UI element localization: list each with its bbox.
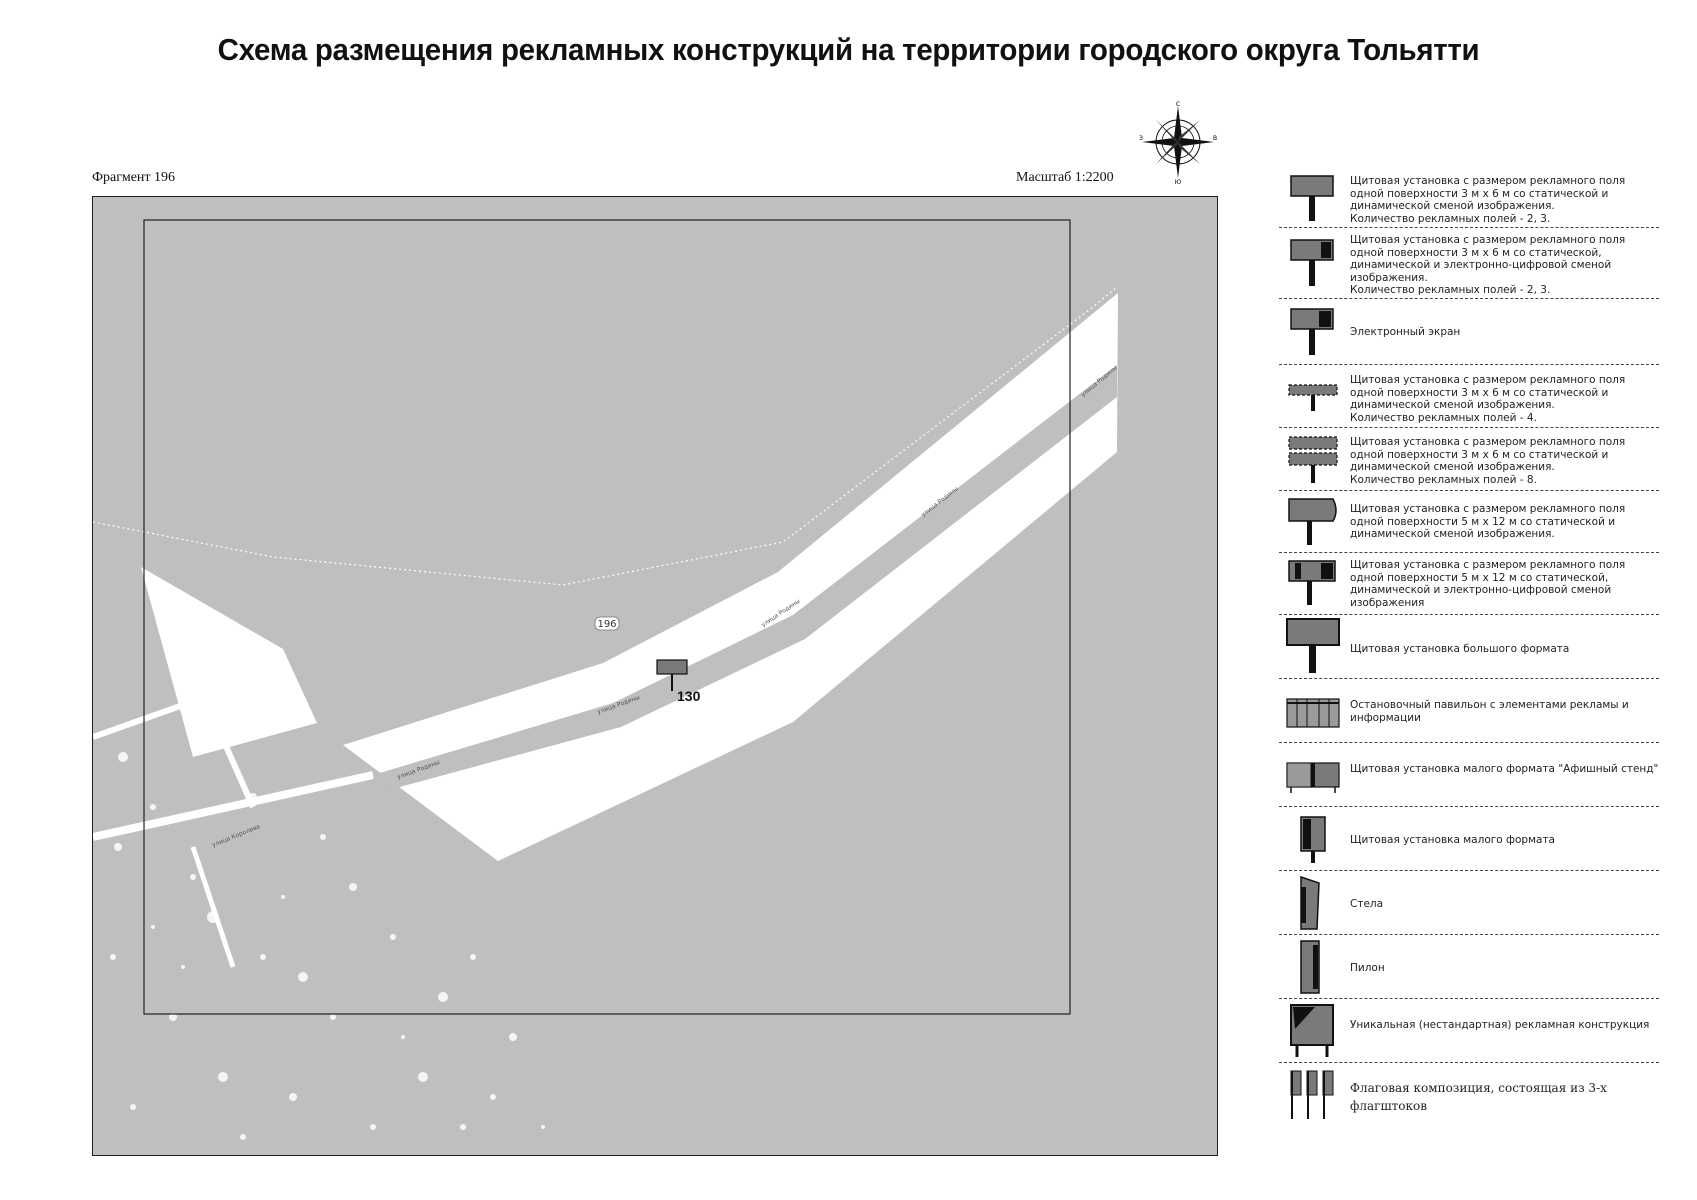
legend-item: Щитовая установка с размером рекламного … bbox=[1279, 428, 1659, 491]
pylon-icon bbox=[1300, 940, 1320, 994]
terrain-texture bbox=[110, 752, 545, 1140]
compass-e-label: В bbox=[1213, 135, 1217, 142]
inner-frame bbox=[143, 219, 1071, 1015]
unique-construction-icon bbox=[1290, 1004, 1334, 1057]
large-format-billboard-icon bbox=[1286, 618, 1340, 673]
stela-icon bbox=[1300, 875, 1320, 930]
legend-item: Пилон bbox=[1279, 935, 1659, 999]
billboard-3x6-icon bbox=[1290, 175, 1334, 221]
side-road-2 bbox=[190, 846, 236, 968]
legend-item: Щитовая установка с размером рекламного … bbox=[1279, 553, 1659, 615]
construction-number: 130 bbox=[677, 688, 701, 704]
legend-item: Щитовая установка с размером рекламного … bbox=[1279, 171, 1659, 228]
legend-item: Щитовая установка с размером рекламного … bbox=[1279, 365, 1659, 428]
compass-w-label: З bbox=[1139, 135, 1143, 142]
legend-text: Щитовая установка с размером рекламного … bbox=[1350, 559, 1626, 609]
legend-text: Стела bbox=[1350, 898, 1384, 910]
side-road bbox=[93, 701, 256, 809]
billboard-5x12-icon bbox=[1288, 498, 1337, 545]
legend-text: Щитовая установка большого формата bbox=[1350, 643, 1570, 655]
legend-text: Электронный экран bbox=[1350, 326, 1461, 338]
flag-composition-icon bbox=[1290, 1070, 1334, 1119]
legend-text: Остановочный павильон с элементами рекла… bbox=[1350, 699, 1629, 724]
fragment-number: 196 bbox=[597, 619, 616, 630]
road-corridor bbox=[343, 293, 1118, 861]
compass-n-label: С bbox=[1176, 101, 1180, 108]
legend-item: Стела bbox=[1279, 871, 1659, 935]
legend-item: Щитовая установка малого формата bbox=[1279, 807, 1659, 871]
legend-text: Щитовая установка малого формата "Афишны… bbox=[1350, 763, 1659, 775]
street-label: улица Королева bbox=[211, 823, 261, 849]
billboard-3x6-digital-icon bbox=[1290, 239, 1334, 286]
fragment-boundary bbox=[93, 286, 1118, 586]
legend-text: Уникальная (нестандартная) рекламная кон… bbox=[1350, 1019, 1650, 1031]
main-road-left bbox=[93, 771, 374, 841]
page-title: Схема размещения рекламных конструкций н… bbox=[217, 32, 1480, 67]
legend-item: Уникальная (нестандартная) рекламная кон… bbox=[1279, 999, 1659, 1063]
legend-text: Щитовая установка с размером рекламного … bbox=[1350, 234, 1626, 297]
legend-item: Флаговая композиция, состоящая из 3-х фл… bbox=[1279, 1063, 1659, 1127]
legend-text: Флаговая композиция, состоящая из 3-х фл… bbox=[1350, 1081, 1607, 1113]
legend-text: Щитовая установка с размером рекламного … bbox=[1350, 374, 1626, 424]
legend-item: Щитовая установка с размером рекламного … bbox=[1279, 228, 1659, 299]
billboard-8-fields-icon bbox=[1288, 436, 1338, 483]
poster-stand-icon bbox=[1286, 762, 1340, 793]
billboard-5x12-digital-icon bbox=[1288, 560, 1336, 605]
compass-rose-icon: С Ю З В bbox=[1139, 101, 1217, 185]
legend-text: Щитовая установка с размером рекламного … bbox=[1350, 503, 1626, 541]
legend-item: Щитовая установка малого формата "Афишны… bbox=[1279, 743, 1659, 807]
legend-item: Электронный экран bbox=[1279, 299, 1659, 365]
legend-item: Щитовая установка большого формата bbox=[1279, 615, 1659, 679]
map-area[interactable]: улица Родины улица Родины улица Родины у… bbox=[92, 196, 1218, 1156]
bus-stop-pavilion-icon bbox=[1286, 698, 1340, 728]
legend: Щитовая установка с размером рекламного … bbox=[1279, 171, 1659, 1127]
legend-text: Щитовая установка с размером рекламного … bbox=[1350, 436, 1626, 486]
map-canvas: улица Родины улица Родины улица Родины у… bbox=[93, 219, 1119, 1140]
small-format-billboard-icon bbox=[1300, 816, 1326, 863]
legend-text: Пилон bbox=[1350, 962, 1385, 974]
open-area bbox=[141, 567, 317, 757]
compass-s-label: Ю bbox=[1175, 179, 1182, 185]
legend-item: Щитовая установка с размером рекламного … bbox=[1279, 491, 1659, 553]
fragment-label: Фрагмент 196 bbox=[92, 170, 176, 185]
legend-text: Щитовая установка малого формата bbox=[1350, 834, 1555, 846]
legend-item: Остановочный павильон с элементами рекла… bbox=[1279, 679, 1659, 743]
billboard-4-fields-icon bbox=[1288, 384, 1338, 411]
electronic-screen-icon bbox=[1290, 308, 1334, 355]
construction-marker[interactable] bbox=[656, 659, 688, 691]
fragment-badge bbox=[594, 616, 620, 631]
legend-text: Щитовая установка с размером рекламного … bbox=[1350, 175, 1626, 225]
scale-label: Масштаб 1:2200 bbox=[1016, 170, 1114, 185]
